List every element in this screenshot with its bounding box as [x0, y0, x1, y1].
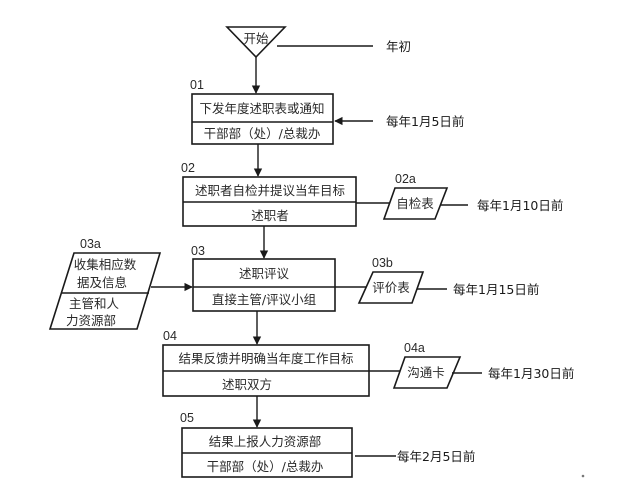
step-01-box: 下发年度述职表或通知 干部部（处）/总裁办 [191, 93, 334, 145]
step-01-id: 01 [190, 78, 204, 92]
doc-04a-label: 沟通卡 [407, 365, 445, 380]
step-03-id: 03 [191, 244, 205, 258]
start-time: 年初 [386, 39, 411, 54]
step-04-title: 结果反馈并明确当年度工作目标 [178, 351, 353, 366]
step-02-box: 述职者自检并提议当年目标 述职者 [182, 176, 357, 227]
step-04-id: 04 [163, 329, 177, 343]
step-05-id: 05 [180, 411, 194, 425]
step-02-owner: 述职者 [251, 208, 289, 223]
input-03a-title-line-2: 据及信息 [77, 275, 127, 290]
doc-04a: 沟通卡 [392, 356, 462, 389]
doc-03b-label: 评价表 [372, 280, 410, 295]
step-04-box: 结果反馈并明确当年度工作目标 述职双方 [162, 344, 370, 397]
input-03a-title-line-1: 收集相应数 [74, 257, 137, 272]
step-05-owner: 干部部（处）/总裁办 [207, 459, 324, 474]
step-02-title: 述职者自检并提议当年目标 [195, 183, 345, 198]
step-02-id: 02 [181, 161, 195, 175]
step-03-box: 述职评议 直接主管/评议小组 [192, 258, 336, 312]
input-03a-owner-line-2: 力资源部 [66, 313, 116, 328]
step-03-owner: 直接主管/评议小组 [212, 292, 316, 307]
doc-02a: 自检表 [382, 187, 449, 220]
step-03-time: 每年1月15日前 [453, 282, 539, 297]
step-05-title: 结果上报人力资源部 [209, 434, 322, 449]
doc-03b-id: 03b [372, 256, 393, 270]
start-label: 开始 [243, 31, 269, 46]
step-05-box: 结果上报人力资源部 干部部（处）/总裁办 [181, 427, 353, 478]
step-02-time: 每年1月10日前 [477, 198, 563, 213]
step-01-time: 每年1月5日前 [386, 114, 464, 129]
stray-dot [581, 474, 585, 478]
step-01-title: 下发年度述职表或通知 [199, 101, 324, 116]
step-04-time: 每年1月30日前 [488, 366, 574, 381]
start-triangle [225, 26, 287, 59]
step-05-time: 每年2月5日前 [397, 449, 475, 464]
start-node: 开始 [225, 26, 287, 59]
step-01-owner: 干部部（处）/总裁办 [204, 126, 321, 141]
doc-02a-id: 02a [395, 172, 416, 186]
step-04-owner: 述职双方 [222, 377, 272, 392]
doc-04a-id: 04a [404, 341, 425, 355]
input-03a-id: 03a [80, 237, 101, 251]
input-03a: 收集相应数 据及信息 主管和人 力资源部 [48, 252, 162, 330]
step-03-title: 述职评议 [239, 266, 290, 281]
input-03a-owner-line-1: 主管和人 [69, 296, 120, 311]
doc-03b: 评价表 [357, 271, 425, 304]
doc-02a-label: 自检表 [396, 196, 434, 211]
